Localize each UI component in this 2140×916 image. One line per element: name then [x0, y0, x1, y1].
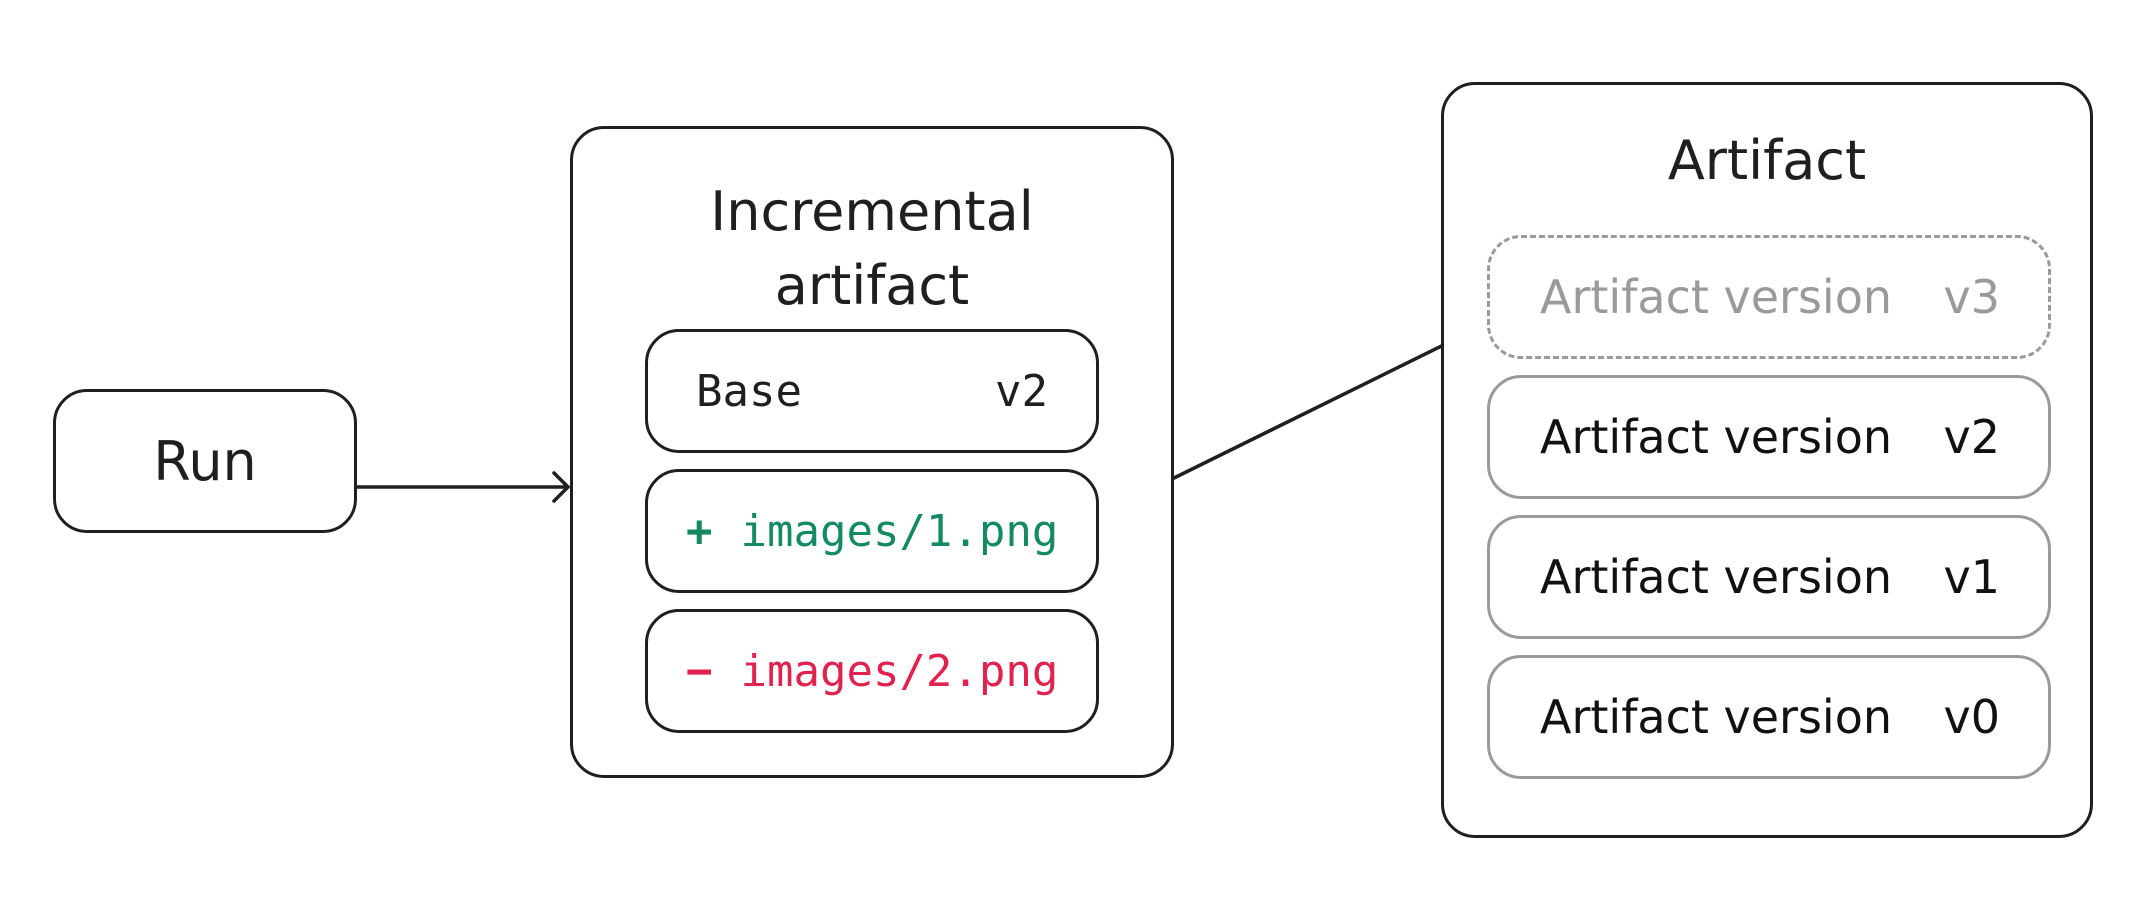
run-node: Run	[53, 389, 357, 533]
version-label: Artifact version	[1540, 690, 1893, 744]
added-file-item: + images/1.png	[645, 469, 1099, 593]
removed-file-path: images/2.png	[740, 645, 1059, 697]
base-label: Base	[696, 365, 802, 417]
artifact-version-v2: Artifact version v2	[1487, 375, 2051, 499]
artifact-version-v0: Artifact version v0	[1487, 655, 2051, 779]
version-label: Artifact version	[1540, 550, 1893, 604]
removed-file-item: − images/2.png	[645, 609, 1099, 733]
incremental-artifact-node: Incremental artifact Base v2 + images/1.…	[570, 126, 1174, 778]
version-number: v0	[1943, 690, 2001, 744]
artifact-title: Artifact	[1667, 129, 1867, 192]
artifact-version-v3: Artifact version v3	[1487, 235, 2051, 359]
add-sign: +	[686, 505, 713, 557]
run-to-incremental-arrow	[355, 471, 570, 503]
version-number: v1	[1943, 550, 2001, 604]
incremental-to-v3-arrow	[1172, 321, 1482, 480]
artifact-node: Artifact Artifact version v3 Artifact ve…	[1441, 82, 2093, 838]
remove-sign: −	[686, 645, 713, 697]
version-number: v3	[1943, 270, 2001, 324]
incremental-title-line1: Incremental	[710, 180, 1034, 243]
added-file-path: images/1.png	[740, 505, 1059, 557]
version-label: Artifact version	[1540, 270, 1893, 324]
base-version-item: Base v2	[645, 329, 1099, 453]
incremental-artifact-title: Incremental artifact	[573, 175, 1171, 323]
incremental-title-line2: artifact	[774, 254, 970, 317]
base-version: v2	[995, 365, 1048, 417]
artifact-version-v1: Artifact version v1	[1487, 515, 2051, 639]
version-number: v2	[1943, 410, 2001, 464]
version-label: Artifact version	[1540, 410, 1893, 464]
run-label: Run	[153, 429, 257, 493]
